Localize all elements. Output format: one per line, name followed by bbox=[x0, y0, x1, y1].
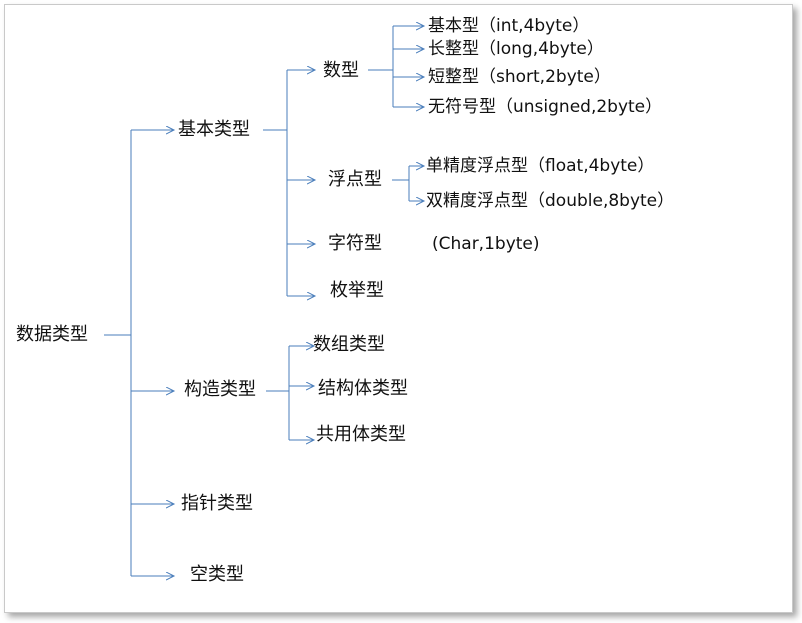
enum-type-label: 枚举型 bbox=[330, 280, 384, 301]
unsigned-type-label: 无符号型（unsigned,2byte） bbox=[428, 97, 663, 117]
array-type-label: 数组类型 bbox=[313, 334, 385, 355]
numeric-type-label: 数型 bbox=[323, 60, 359, 81]
struct-type-label: 结构体类型 bbox=[318, 378, 408, 399]
diagram-frame bbox=[4, 4, 793, 613]
float-type-label: 浮点型 bbox=[328, 169, 382, 190]
void-type-label: 空类型 bbox=[190, 564, 244, 585]
single-precision-label: 单精度浮点型（float,4byte） bbox=[426, 156, 655, 176]
constructed-type-label: 构造类型 bbox=[184, 379, 256, 400]
basic-type-label: 基本类型 bbox=[178, 119, 250, 140]
pointer-type-label: 指针类型 bbox=[181, 493, 253, 514]
union-type-label: 共用体类型 bbox=[316, 424, 406, 445]
short-type-label: 短整型（short,2byte） bbox=[428, 67, 611, 87]
char-type-note: (Char,1byte) bbox=[432, 234, 540, 254]
root-label: 数据类型 bbox=[16, 324, 88, 345]
char-type-label: 字符型 bbox=[328, 233, 382, 254]
double-precision-label: 双精度浮点型（double,8byte） bbox=[426, 191, 675, 211]
long-type-label: 长整型（long,4byte） bbox=[428, 39, 604, 59]
int-type-label: 基本型（int,4byte） bbox=[428, 16, 590, 36]
